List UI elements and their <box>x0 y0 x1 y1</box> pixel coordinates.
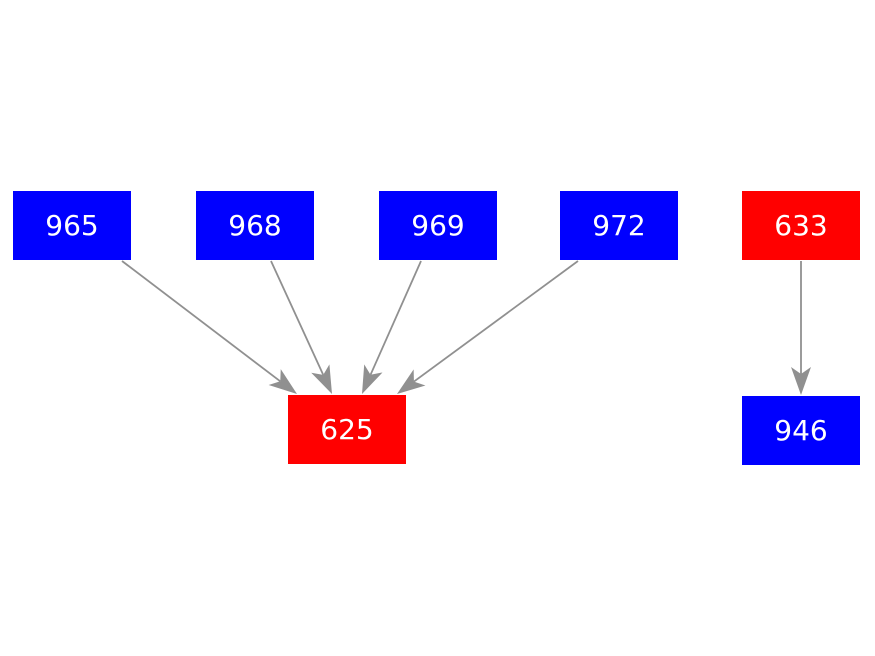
arrowhead-icon <box>362 364 383 394</box>
edge-972-625 <box>397 260 579 394</box>
arrowhead-icon <box>791 367 811 395</box>
node-965: 965 <box>13 191 131 260</box>
node-972: 972 <box>560 191 678 260</box>
node-label: 972 <box>592 208 646 242</box>
node-946: 946 <box>742 396 860 465</box>
node-label: 625 <box>320 412 374 446</box>
edge-968-625 <box>270 260 332 394</box>
edge-633-946 <box>791 261 811 395</box>
edge-line <box>270 260 325 376</box>
edge-line <box>121 260 281 383</box>
arrowhead-icon <box>311 364 332 394</box>
arrowhead-icon <box>268 369 297 394</box>
node-label: 633 <box>774 208 828 242</box>
edge-969-625 <box>362 260 422 394</box>
node-968: 968 <box>196 191 314 260</box>
node-label: 946 <box>774 413 828 447</box>
edge-line <box>369 260 422 376</box>
arrowhead-icon <box>397 369 426 394</box>
edge-line <box>413 260 579 383</box>
node-625: 625 <box>288 395 406 464</box>
node-label: 965 <box>45 208 99 242</box>
node-633: 633 <box>742 191 860 260</box>
edge-965-625 <box>121 260 297 394</box>
node-969: 969 <box>379 191 497 260</box>
node-label: 968 <box>228 208 282 242</box>
node-label: 969 <box>411 208 465 242</box>
